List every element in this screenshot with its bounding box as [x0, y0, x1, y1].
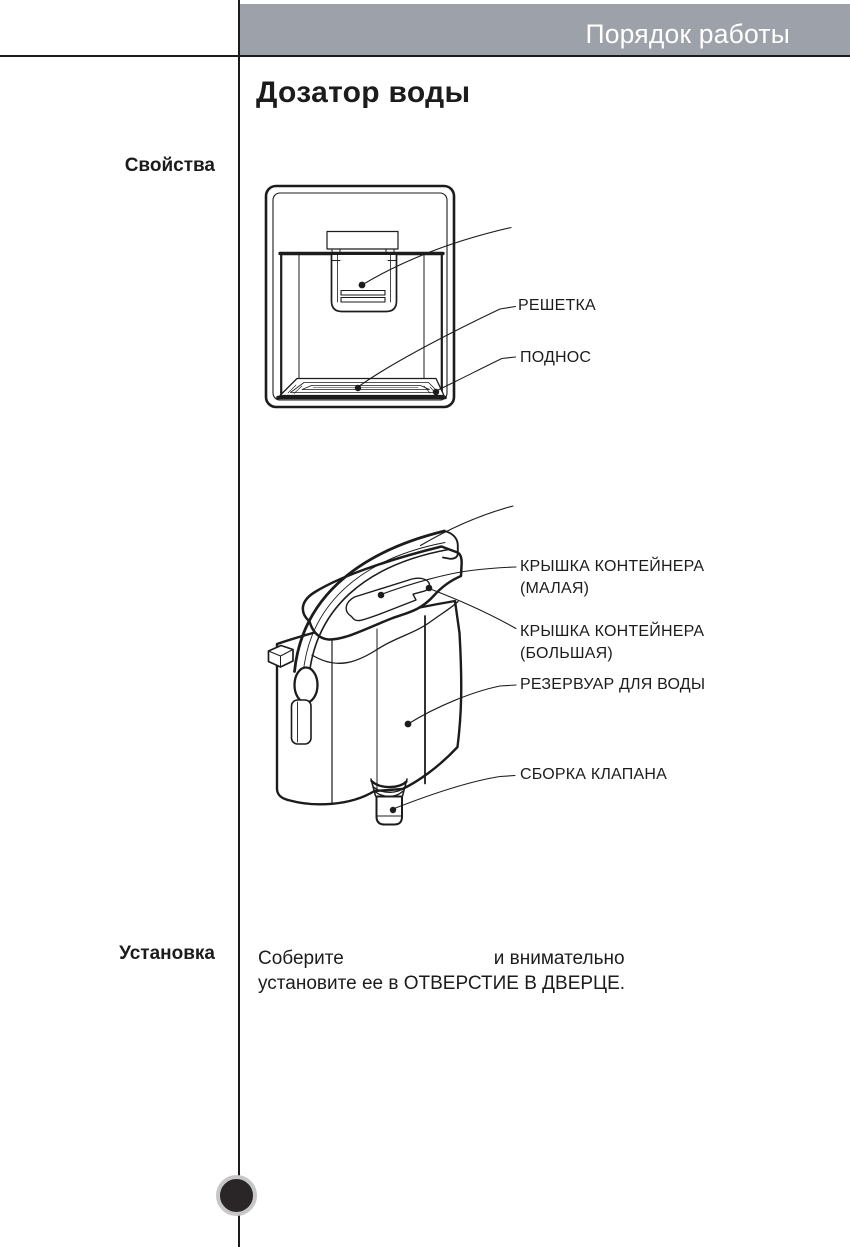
section-label-properties: Свойства [124, 155, 215, 176]
side-clips [267, 644, 312, 745]
installation-line-1: Соберите и внимательно [258, 947, 698, 972]
label-reservoir: РЕЗЕРВУАР ДЛЯ ВОДЫ [520, 676, 706, 693]
drip-tray [276, 377, 447, 400]
page-title: Дозатор воды [256, 76, 471, 109]
label-grille: РЕШЕТКА [518, 297, 596, 314]
installation-sentence-mid: и внимательно [493, 948, 625, 969]
section-label-installation: Установка [119, 943, 215, 964]
label-small-lid: КРЫШКА КОНТЕЙНЕРА (МАЛАЯ) [520, 558, 705, 597]
tank-body [275, 599, 463, 806]
leader-lines [354, 226, 517, 396]
installation-sentence-start: Соберите [258, 948, 344, 969]
label-tray: ПОДНОС [520, 349, 592, 366]
dispenser-recess-diagram [264, 184, 517, 409]
divider-horizontal [0, 55, 850, 58]
leader-lines [377, 505, 517, 814]
installation-text: Соберите и внимательно установите ее в ОТ… [258, 947, 698, 996]
water-tank-diagram [267, 505, 517, 826]
recess-cavity [278, 248, 445, 398]
header-title: Порядок работы [585, 19, 790, 49]
valve [370, 778, 408, 826]
label-large-lid: КРЫШКА КОНТЕЙНЕРА (БОЛЬШАЯ) [520, 623, 705, 662]
installation-line-2: установите ее в ОТВЕРСТИЕ В ДВЕРЦЕ. [258, 972, 626, 994]
tank-handle [293, 529, 459, 704]
page-marker-dot [216, 1175, 257, 1216]
blank-space [344, 963, 494, 964]
dispenser-housing [326, 230, 399, 250]
header-bar: Порядок работы [240, 4, 850, 55]
label-valve-assembly: СБОРКА КЛАПАНА [520, 766, 667, 783]
divider-vertical [238, 0, 241, 1247]
